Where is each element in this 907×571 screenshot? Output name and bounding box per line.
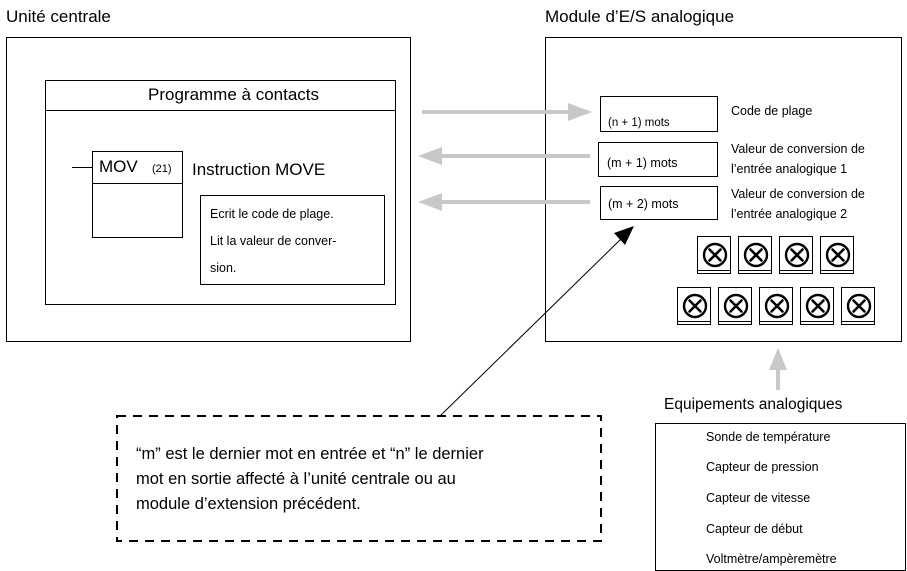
word-label-m1: (m + 1) mots <box>607 156 678 170</box>
devices-title: Equipements analogiques <box>664 396 843 413</box>
terminal-screw-icon <box>697 236 731 274</box>
devices-list-box <box>655 423 906 571</box>
terminal-screw-icon <box>759 287 793 325</box>
callout-line-1: “m” est le dernier mot en entrée et “n” … <box>136 445 484 463</box>
note-line-2: Lit la valeur de conver- <box>210 234 337 248</box>
word-desc-m1-line1: Valeur de conversion de <box>731 142 865 156</box>
terminal-screw-icon <box>677 287 711 325</box>
instruction-label: Instruction MOVE <box>192 160 326 179</box>
terminal-screw-icon <box>841 287 875 325</box>
device-item: Sonde de température <box>706 430 831 444</box>
word-desc-n1: Code de plage <box>731 104 813 118</box>
mov-code: (21) <box>152 163 172 175</box>
word-box-m1 <box>598 142 718 177</box>
word-label-m2: (m + 2) mots <box>608 197 679 211</box>
word-box-n1 <box>600 96 718 132</box>
word-desc-m2-line1: Valeur de conversion de <box>731 187 865 201</box>
device-item: Capteur de début <box>706 522 803 536</box>
word-desc-m1-line2: l’entrée analogique 1 <box>731 162 848 176</box>
terminal-screw-icon <box>718 287 752 325</box>
note-line-3: sion. <box>210 261 237 275</box>
device-item: Voltmètre/ampèremètre <box>706 552 837 566</box>
mov-label: MOV <box>99 157 138 176</box>
callout-line-3: module d’extension précédent. <box>136 495 361 513</box>
instruction-note-box <box>200 195 385 285</box>
devices-arrow-icon <box>769 348 787 390</box>
terminal-screw-icon <box>779 236 813 274</box>
mov-instruction-block <box>92 151 183 238</box>
callout-line-2: mot en sortie affecté à l’unité centrale… <box>136 470 456 488</box>
device-item: Capteur de vitesse <box>706 491 811 505</box>
callout-dashed-border <box>116 415 602 542</box>
word-desc-m2-line2: l’entrée analogique 2 <box>731 207 848 221</box>
ladder-program-title: Programme à contacts <box>148 85 320 104</box>
terminal-screw-icon <box>820 236 854 274</box>
module-title: Module d’E/S analogique <box>545 7 735 26</box>
rung-line <box>72 167 92 168</box>
note-line-1: Ecrit le code de plage. <box>210 207 334 221</box>
mov-block-divider <box>92 183 183 184</box>
read-arrow-icon <box>418 147 590 165</box>
terminal-screw-icon <box>738 236 772 274</box>
word-label-n1: (n + 1) mots <box>608 117 670 129</box>
read-arrow-icon <box>418 193 590 211</box>
ladder-title-divider <box>45 110 396 111</box>
device-item: Capteur de pression <box>706 460 819 474</box>
terminal-screw-icon <box>800 287 834 325</box>
write-arrow-icon <box>422 103 592 121</box>
callout-leader-arrow-icon <box>439 226 634 417</box>
cpu-title: Unité centrale <box>6 7 111 26</box>
word-box-m2 <box>600 186 718 220</box>
